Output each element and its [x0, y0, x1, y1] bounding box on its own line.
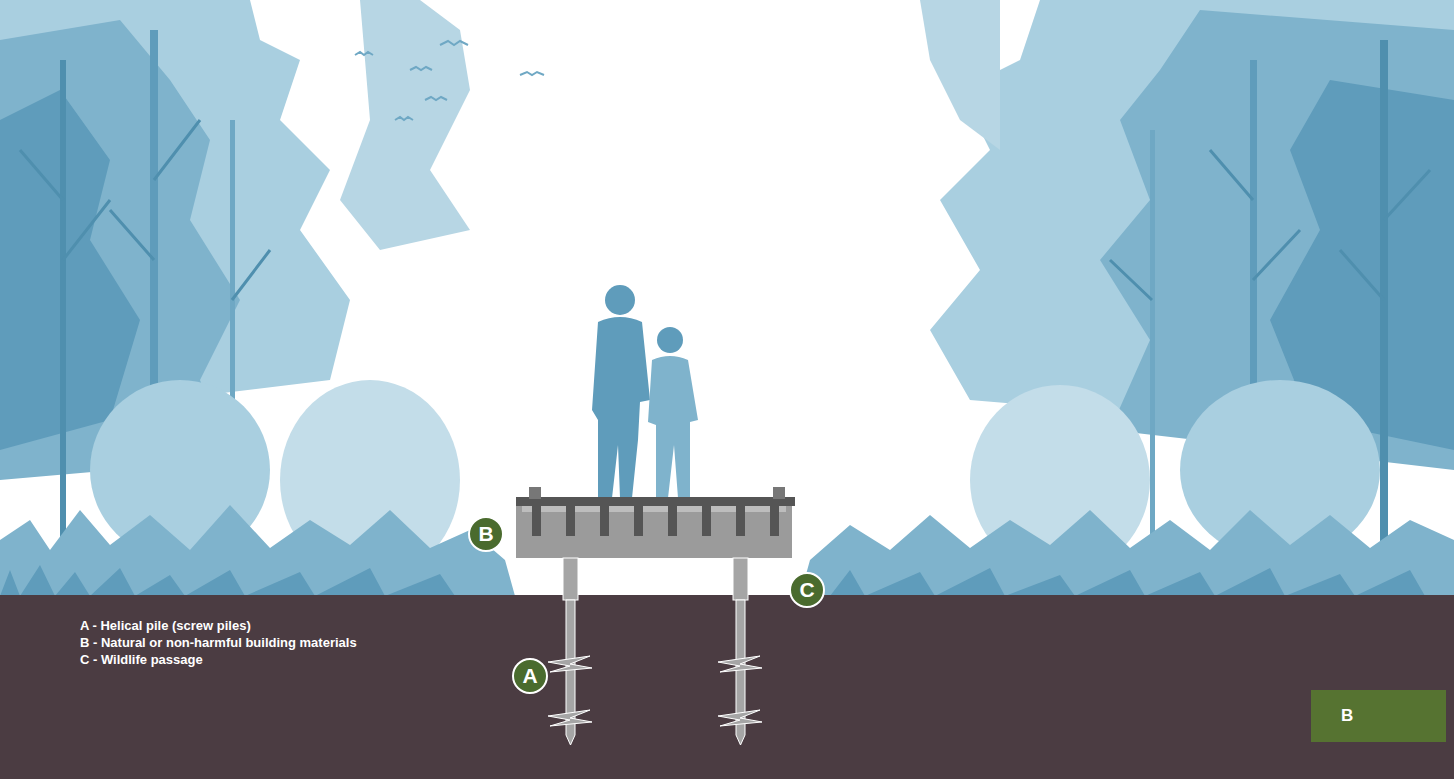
callout-letter: B	[478, 522, 493, 546]
callout-letter: C	[799, 578, 814, 602]
legend-note: A - Helical pile (screw piles)	[80, 617, 357, 634]
grass	[0, 565, 1425, 596]
callout-circle: B	[468, 516, 504, 552]
category-tag: B	[1311, 690, 1446, 742]
callout-circle: C	[789, 572, 825, 608]
legend-note: B - Natural or non-harmful building mate…	[80, 634, 357, 651]
platform	[516, 487, 795, 558]
trees-left	[0, 0, 470, 600]
trees-right	[920, 0, 1454, 600]
helical-piles	[548, 558, 762, 745]
callout-letter: B	[1341, 706, 1353, 726]
legend-note: C - Wildlife passage	[80, 651, 357, 668]
people	[592, 285, 698, 498]
undergrowth	[0, 505, 1454, 596]
ground	[0, 595, 1454, 779]
birds	[355, 41, 544, 120]
legend-notes: A - Helical pile (screw piles)B - Natura…	[80, 617, 357, 668]
callout-circle: A	[512, 658, 548, 694]
callout-letter: A	[522, 664, 537, 688]
